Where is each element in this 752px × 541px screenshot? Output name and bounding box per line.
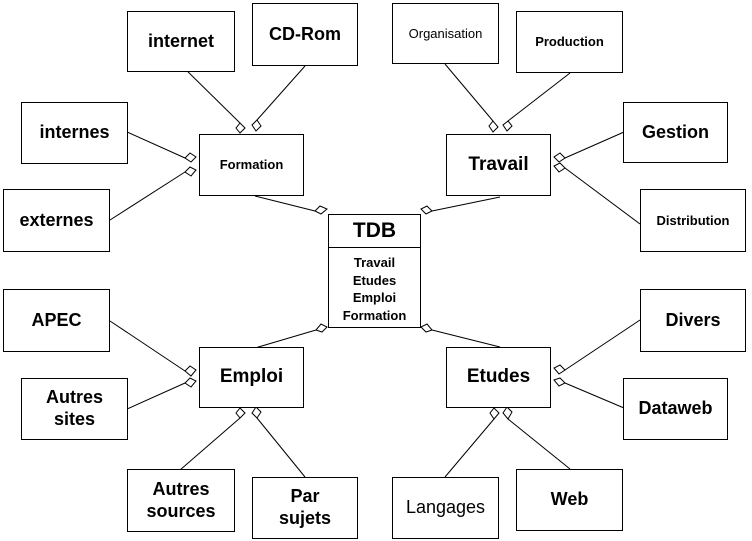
diamond-icon [184, 152, 197, 163]
leaf-autres-sources: Autres sources [127, 469, 235, 532]
diamond-icon [235, 122, 246, 134]
diamond-icon [314, 205, 328, 215]
link-apec-emploi [109, 320, 186, 372]
leaf-dataweb: Dataweb [623, 378, 728, 440]
diamond-icon [553, 162, 566, 173]
link-divers-etudes [564, 319, 641, 371]
diamond-icon [251, 406, 262, 419]
link-formation-tdb [254, 195, 316, 212]
link-autres-sites-emploi [126, 382, 186, 410]
diamond-icon [315, 323, 328, 333]
tdb-attribute: Etudes [352, 272, 397, 288]
diamond-icon [251, 119, 262, 132]
link-externes-formation [109, 171, 186, 221]
link-web-etudes [507, 418, 571, 470]
leaf-par-sujets: Par sujets [252, 477, 358, 539]
link-emploi-tdb [254, 329, 317, 349]
diamond-icon [235, 407, 246, 419]
hub-formation: Formation [199, 134, 304, 196]
diamond-icon [184, 365, 197, 377]
link-langages-etudes [444, 418, 495, 478]
hub-etudes: Etudes [446, 347, 551, 408]
diamond-icon [489, 407, 500, 420]
tdb-attribute: Formation [342, 307, 407, 323]
leaf-web: Web [516, 469, 623, 531]
link-organisation-travail [444, 63, 494, 122]
leaf-internes: internes [21, 102, 128, 164]
leaf-apec: APEC [3, 289, 110, 352]
link-distribution-travail [564, 167, 641, 225]
diamond-icon [420, 205, 433, 215]
hub-emploi: Emploi [199, 347, 304, 408]
leaf-gestion: Gestion [623, 102, 728, 163]
leaf-autres-sites: Autres sites [21, 378, 128, 440]
diamond-icon [553, 377, 566, 387]
tdb-attribute: Emploi [352, 290, 397, 305]
tdb-attributes: Travail Etudes Emploi Formation [329, 248, 420, 324]
link-internes-formation [126, 131, 186, 159]
diamond-icon [184, 377, 197, 388]
link-par-sujets-emploi [256, 417, 306, 478]
diamond-icon [553, 364, 566, 375]
diamond-icon [502, 120, 513, 132]
leaf-divers: Divers [640, 289, 746, 352]
hub-travail: Travail [446, 134, 551, 196]
leaf-production: Production [516, 11, 623, 73]
tdb-title: TDB [329, 215, 420, 248]
leaf-externes: externes [3, 189, 110, 252]
diamond-icon [502, 406, 513, 420]
leaf-internet: internet [127, 11, 235, 72]
leaf-cdrom: CD-Rom [252, 3, 358, 66]
link-gestion-travail [564, 131, 625, 159]
link-travail-tdb [431, 196, 501, 212]
link-etudes-tdb [431, 329, 501, 348]
tdb-attribute: Travail [353, 255, 396, 270]
link-autres-sources-emploi [179, 417, 241, 471]
diamond-icon [184, 166, 197, 177]
link-cdrom-formation [256, 65, 306, 121]
tdb-entity: TDB Travail Etudes Emploi Formation [328, 214, 421, 328]
leaf-langages: Langages [392, 477, 499, 539]
link-internet-formation [179, 63, 241, 124]
link-production-travail [507, 72, 571, 122]
link-dataweb-etudes [564, 382, 625, 409]
diamond-icon [553, 152, 566, 163]
diamond-icon [488, 120, 499, 133]
leaf-organisation: Organisation [392, 3, 499, 64]
diamond-icon [420, 323, 433, 333]
leaf-distribution: Distribution [640, 189, 746, 252]
